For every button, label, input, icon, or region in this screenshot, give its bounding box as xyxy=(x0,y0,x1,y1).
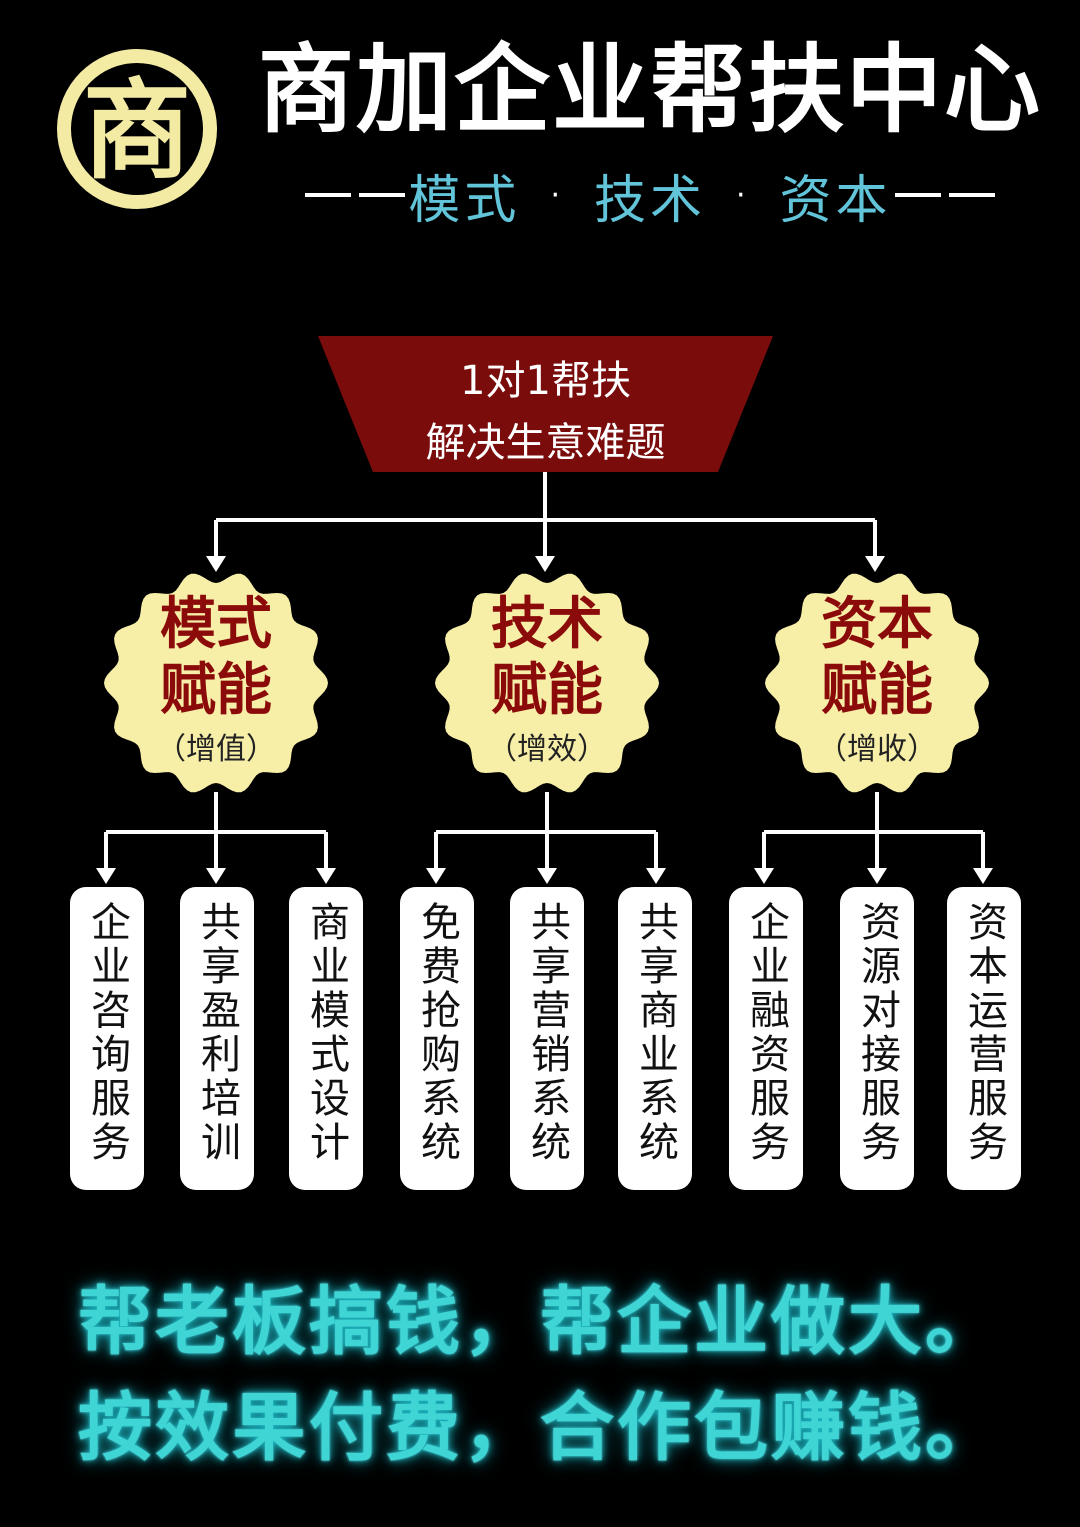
branch-node-model: 模式 赋能 （增值） xyxy=(103,570,329,796)
branch-title-line-2: 赋能 xyxy=(160,658,272,723)
service-item: 共享商业系统 xyxy=(618,887,692,1190)
arrow-head xyxy=(535,556,555,572)
arrow-head xyxy=(206,556,226,572)
slogan-separator: · xyxy=(736,177,750,213)
connector-branch-3 xyxy=(762,792,985,870)
branch-subtitle: （增值） xyxy=(156,732,276,767)
service-label: 共享营销系统 xyxy=(524,901,570,1165)
logo: 商 xyxy=(52,44,222,214)
branch-node-capital: 资本 赋能 （增收） xyxy=(764,570,990,796)
arrow-head xyxy=(754,868,774,884)
dash-divider xyxy=(894,193,995,197)
service-label: 企业咨询服务 xyxy=(84,901,130,1165)
slogan-item: 模式 xyxy=(408,170,521,231)
footer-line-1: 帮老板搞钱，帮企业做大。 xyxy=(78,1279,1002,1365)
arrow-head xyxy=(537,868,557,884)
service-item: 资本运营服务 xyxy=(947,887,1021,1190)
branch-title-line-1: 技术 xyxy=(491,592,603,657)
branch-title-line-1: 模式 xyxy=(160,592,272,657)
badge-shape xyxy=(765,573,989,793)
service-item: 企业融资服务 xyxy=(729,887,803,1190)
service-label: 企业融资服务 xyxy=(743,901,789,1165)
arrow-head xyxy=(973,868,993,884)
dash-divider xyxy=(305,193,405,197)
branch-title-line-2: 赋能 xyxy=(821,658,933,723)
arrow-head xyxy=(96,868,116,884)
badge-shape xyxy=(104,573,328,793)
service-item: 共享营销系统 xyxy=(510,887,584,1190)
branch-title-line-1: 资本 xyxy=(821,592,933,657)
service-label: 共享盈利培训 xyxy=(194,901,240,1165)
branch-subtitle: （增效） xyxy=(487,732,607,767)
branch-title-line-2: 赋能 xyxy=(491,658,603,723)
slogan-separator: · xyxy=(550,177,564,213)
service-item: 企业咨询服务 xyxy=(70,887,144,1190)
arrow-head xyxy=(206,868,226,884)
arrow-head xyxy=(646,868,666,884)
slogan: 模式 · 技术 · 资本 xyxy=(408,158,891,233)
service-label: 资本运营服务 xyxy=(961,901,1007,1165)
service-item: 资源对接服务 xyxy=(840,887,914,1190)
service-item: 免费抢购系统 xyxy=(400,887,474,1190)
service-label: 资源对接服务 xyxy=(854,901,900,1165)
arrow-head xyxy=(865,556,885,572)
arrow-head xyxy=(426,868,446,884)
branch-subtitle: （增收） xyxy=(817,732,937,767)
arrow-head xyxy=(867,868,887,884)
service-label: 共享商业系统 xyxy=(632,901,678,1165)
logo-char: 商 xyxy=(83,69,191,194)
connector-branch-1 xyxy=(104,792,328,870)
service-label: 商业模式设计 xyxy=(303,901,349,1165)
branch-node-tech: 技术 赋能 （增效） xyxy=(434,570,660,796)
service-item: 共享盈利培训 xyxy=(180,887,254,1190)
root-line-1: 1对1帮扶 xyxy=(460,358,631,404)
subtitle-row: 模式 · 技术 · 资本 xyxy=(305,158,995,233)
page-title: 商加企业帮扶中心 xyxy=(258,34,1042,146)
service-item: 商业模式设计 xyxy=(289,887,363,1190)
slogan-item: 资本 xyxy=(779,170,892,231)
slogan-item: 技术 xyxy=(593,170,706,231)
root-line-2: 解决生意难题 xyxy=(425,420,666,466)
connector-branch-2 xyxy=(434,792,658,870)
arrow-head xyxy=(316,868,336,884)
root-node: 1对1帮扶 解决生意难题 xyxy=(318,336,773,472)
footer-line-2: 按效果付费，合作包赚钱。 xyxy=(78,1385,1002,1471)
service-label: 免费抢购系统 xyxy=(414,901,460,1165)
badge-shape xyxy=(435,573,659,793)
